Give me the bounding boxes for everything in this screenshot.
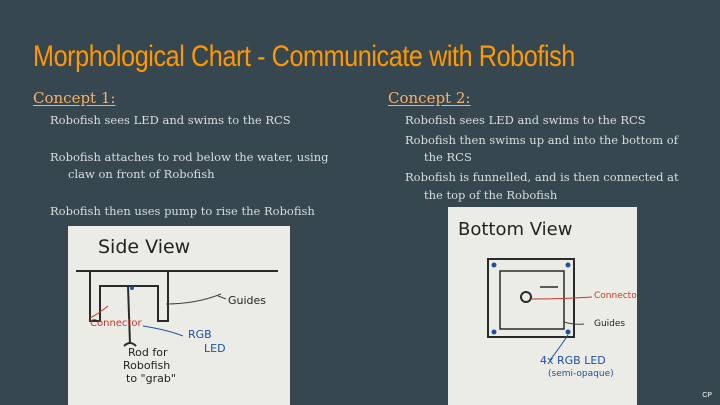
concept-1-line-1: Robofish sees LED and swims to the RCS (50, 113, 291, 127)
concept-2-line-3: the RCS (424, 150, 472, 164)
side-view-drawing (76, 270, 278, 347)
bottom-view-sketch-photo: Bottom View Connector Guides 4x RGB LED … (448, 207, 637, 405)
concept-1-label: Concept 1: (33, 89, 116, 107)
concept-1-line-2: Robofish attaches to rod below the water… (50, 150, 329, 164)
bottom-view-heading: Bottom View (458, 219, 573, 240)
side-view-rod-label-1: Rod for (128, 346, 168, 359)
side-view-heading: Side View (98, 236, 191, 258)
side-view-guides-label: Guides (228, 294, 267, 307)
concept-2-label: Concept 2: (388, 89, 471, 107)
side-view-sketch-photo: Side View Guides Connector RGB LED Rod f… (68, 226, 290, 405)
concept-1-line-3: claw on front of Robofish (68, 167, 215, 181)
side-view-rgb-label: RGB (188, 328, 212, 341)
side-view-led-label: LED (204, 342, 226, 355)
side-view-connector-label: Connector (90, 318, 142, 329)
concept-1-line-4: Robofish then uses pump to rise the Robo… (50, 204, 315, 218)
side-view-rod-label-2: Robofish (123, 359, 171, 372)
concept-2-line-2: Robofish then swims up and into the bott… (405, 133, 678, 147)
slide-footer: CP (702, 392, 712, 399)
bottom-view-led-label: 4x RGB LED (540, 354, 606, 367)
bottom-view-opaque-label: (semi-opaque) (548, 369, 614, 379)
bottom-view-drawing (487, 258, 593, 361)
slide-title: Morphological Chart - Communicate with R… (33, 40, 575, 73)
concept-2-line-5: the top of the Robofish (424, 188, 558, 202)
bottom-view-connector-label: Connector (594, 291, 637, 301)
bottom-view-guides-label: Guides (594, 319, 626, 329)
side-view-rod-label-3: to "grab" (126, 372, 176, 385)
concept-2-line-1: Robofish sees LED and swims to the RCS (405, 113, 646, 127)
concept-2-line-4: Robofish is funnelled, and is then conne… (405, 170, 679, 184)
